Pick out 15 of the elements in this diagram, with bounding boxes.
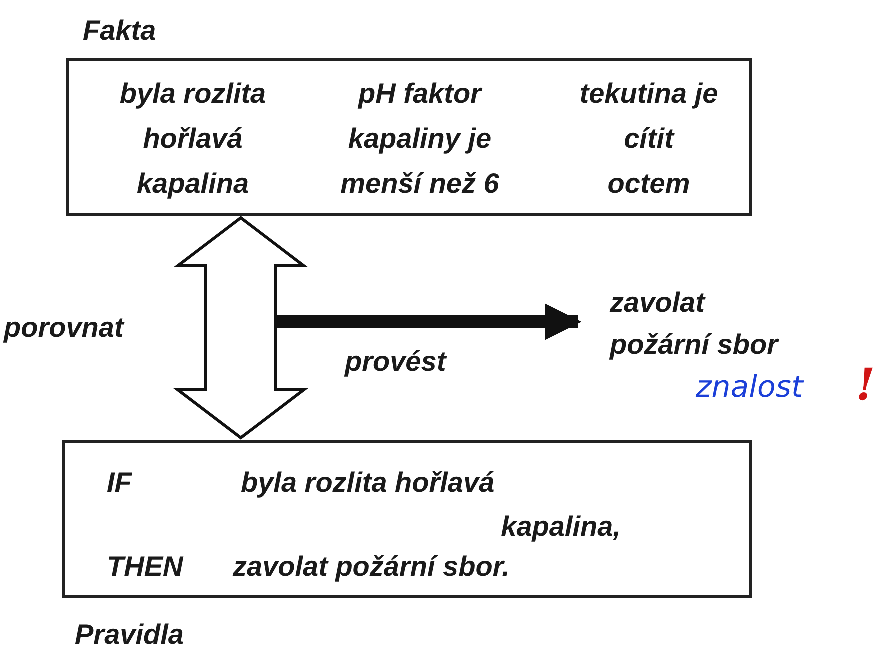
rule-keyword: IF [107,466,132,500]
handwritten-note: ! [856,364,876,408]
handwritten-note: znalost [696,369,804,407]
arrow [276,304,582,340]
heading: Fakta [83,14,158,48]
heading: Pravidla [75,618,184,652]
fact-text: pH faktor kapaliny je menší než 6 [340,77,500,201]
fact-text: byla rozlita hořlavá kapalina [118,77,268,201]
rule-keyword: THEN [107,550,184,584]
fact-text: tekutina je cítit octem [579,77,719,201]
action-text: zavolat požární sbor [610,286,780,362]
edge-label: provést [345,345,446,379]
edge-label: porovnat [4,311,124,345]
double-arrow [174,216,308,440]
rule-action: zavolat požární sbor. [233,550,510,584]
